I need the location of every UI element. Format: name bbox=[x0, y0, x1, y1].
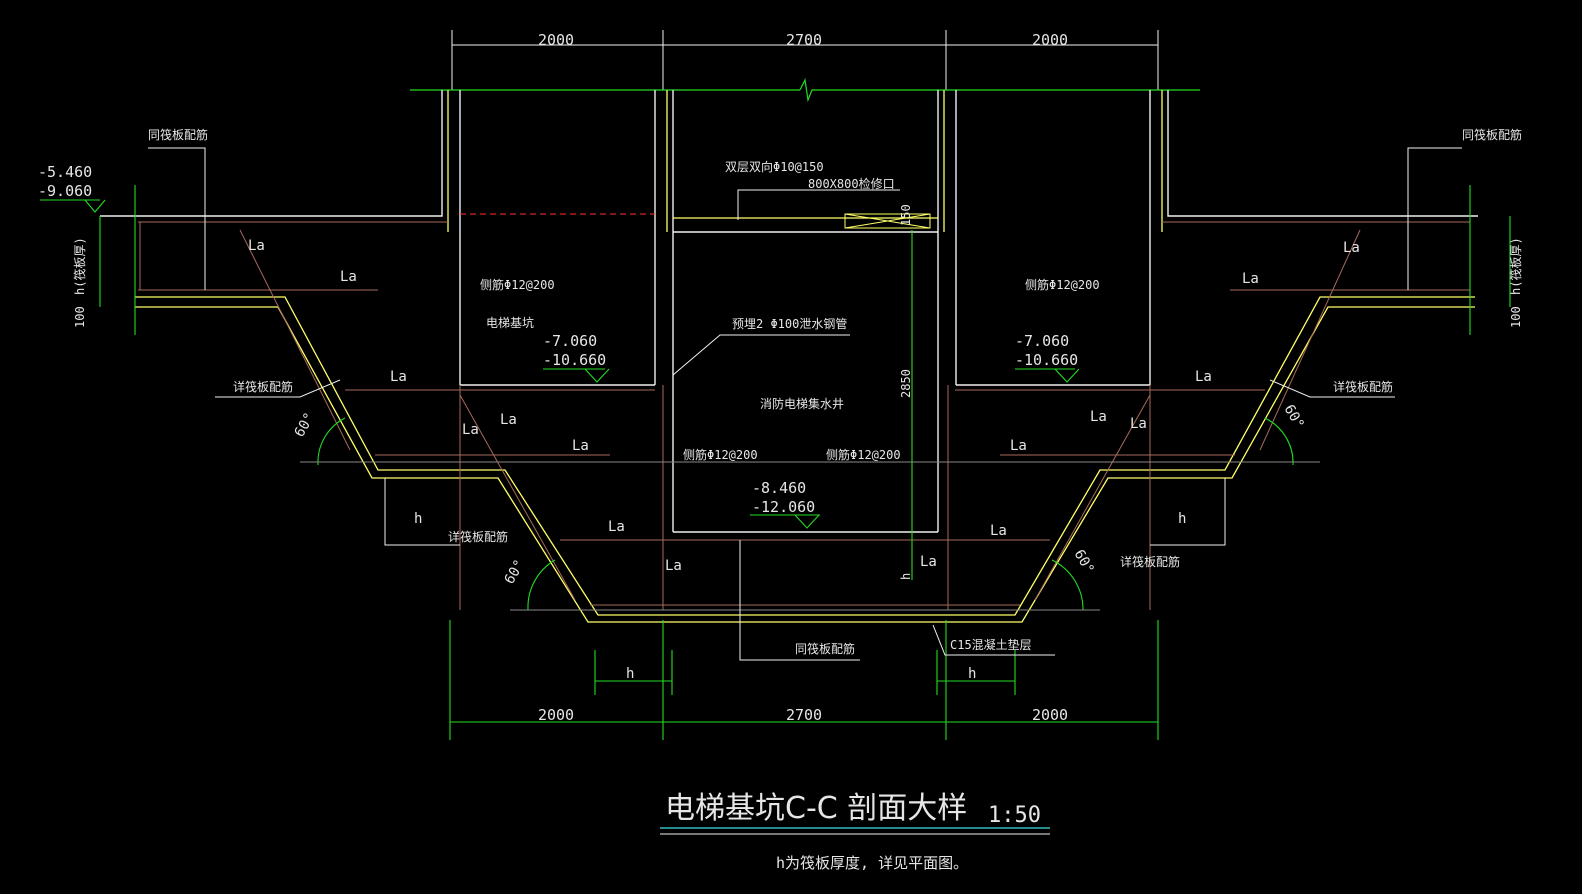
leader-lines bbox=[148, 147, 1462, 661]
angle-60-right-bottom: 60° bbox=[1071, 547, 1098, 577]
label-side-rebar-sump-left: 侧筋Φ12@200 bbox=[683, 447, 758, 462]
bottom-dim-1: 2000 bbox=[538, 706, 574, 724]
angle-60-left-top: 60° bbox=[292, 410, 319, 440]
rebar-lines bbox=[138, 221, 1471, 610]
h-bottom-right: h bbox=[968, 666, 976, 682]
top-dim-2: 2700 bbox=[786, 31, 822, 49]
label-100-left: 100 bbox=[73, 306, 87, 328]
label-sump: 消防电梯集水井 bbox=[760, 396, 844, 411]
la-14: La bbox=[1010, 438, 1027, 454]
label-c15: C15混凝土垫层 bbox=[950, 637, 1032, 652]
drawing-scale: 1:50 bbox=[988, 803, 1041, 828]
label-detail-raft-right: 详筏板配筋 bbox=[1333, 379, 1393, 394]
la-15: La bbox=[990, 523, 1007, 539]
left-elev-top: -5.460 bbox=[38, 163, 92, 181]
la-5: La bbox=[462, 422, 479, 438]
label-raft-h-right: h(筏板厚) bbox=[1509, 237, 1523, 295]
la-6: La bbox=[572, 438, 589, 454]
label-double-layer: 双层双向Φ10@150 bbox=[725, 159, 824, 174]
pit-left-elev-bottom: -10.660 bbox=[543, 351, 606, 369]
la-2: La bbox=[340, 269, 357, 285]
h-left: h bbox=[414, 511, 422, 527]
label-side-rebar-right: 侧筋Φ12@200 bbox=[1025, 277, 1100, 292]
label-side-rebar-sump-right: 侧筋Φ12@200 bbox=[826, 447, 901, 462]
angle-60-right-top: 60° bbox=[1281, 402, 1308, 432]
sump-elev-bottom: -12.060 bbox=[752, 498, 815, 516]
label-hatch: 800X800检修口 bbox=[808, 176, 895, 191]
label-side-rebar-left: 侧筋Φ12@200 bbox=[480, 277, 555, 292]
bottom-dim-3: 2000 bbox=[1032, 706, 1068, 724]
label-pipe: 预埋2 Φ100泄水钢管 bbox=[732, 316, 847, 331]
la-10: La bbox=[1242, 271, 1259, 287]
pit-right-elev-bottom: -10.660 bbox=[1015, 351, 1078, 369]
la-4: La bbox=[500, 412, 517, 428]
la-13: La bbox=[1130, 416, 1147, 432]
la-11: La bbox=[1195, 369, 1212, 385]
pit-right-elev-top: -7.060 bbox=[1015, 332, 1069, 350]
label-100-right: 100 bbox=[1509, 306, 1523, 328]
label-detail-raft-right-2: 详筏板配筋 bbox=[1120, 554, 1180, 569]
la-8: La bbox=[665, 558, 682, 574]
top-ref-line bbox=[410, 78, 1200, 103]
green-dims bbox=[40, 185, 1511, 740]
pit-left-elev-top: -7.060 bbox=[543, 332, 597, 350]
drawing-title: 电梯基坑C-C 剖面大样 bbox=[665, 791, 967, 826]
left-elev-bottom: -9.060 bbox=[38, 182, 92, 200]
label-h-vertical: h bbox=[899, 573, 913, 580]
h-bottom-left: h bbox=[626, 666, 634, 682]
top-dim-1: 2000 bbox=[538, 31, 574, 49]
label-150: 150 bbox=[899, 204, 913, 226]
h-right: h bbox=[1178, 511, 1186, 527]
angle-60-left-bottom: 60° bbox=[502, 557, 529, 587]
sump-elev-top: -8.460 bbox=[752, 479, 806, 497]
top-dim-3: 2000 bbox=[1032, 31, 1068, 49]
la-16: La bbox=[920, 554, 937, 570]
label-detail-raft-left-2: 详筏板配筋 bbox=[448, 529, 508, 544]
la-7: La bbox=[608, 519, 625, 535]
drawing-note: h为筏板厚度, 详见平面图。 bbox=[776, 854, 968, 872]
label-same-raft-left: 同筏板配筋 bbox=[148, 127, 208, 142]
la-3: La bbox=[390, 369, 407, 385]
label-same-raft-right: 同筏板配筋 bbox=[1462, 127, 1522, 142]
angle-arcs bbox=[317, 417, 1294, 611]
label-pit: 电梯基坑 bbox=[486, 315, 534, 330]
la-9: La bbox=[1343, 240, 1360, 256]
elev-markers bbox=[84, 199, 1080, 529]
label-same-raft-bottom: 同筏板配筋 bbox=[795, 641, 855, 656]
top-dimension bbox=[451, 30, 1159, 90]
hatch-box bbox=[844, 213, 931, 229]
la-1: La bbox=[248, 238, 265, 254]
la-12: La bbox=[1090, 409, 1107, 425]
concrete-outline bbox=[100, 90, 1478, 533]
label-raft-h-left: h(筏板厚) bbox=[73, 237, 87, 295]
label-2850: 2850 bbox=[899, 369, 913, 398]
label-detail-raft-left: 详筏板配筋 bbox=[233, 379, 293, 394]
bottom-dim-2: 2700 bbox=[786, 706, 822, 724]
